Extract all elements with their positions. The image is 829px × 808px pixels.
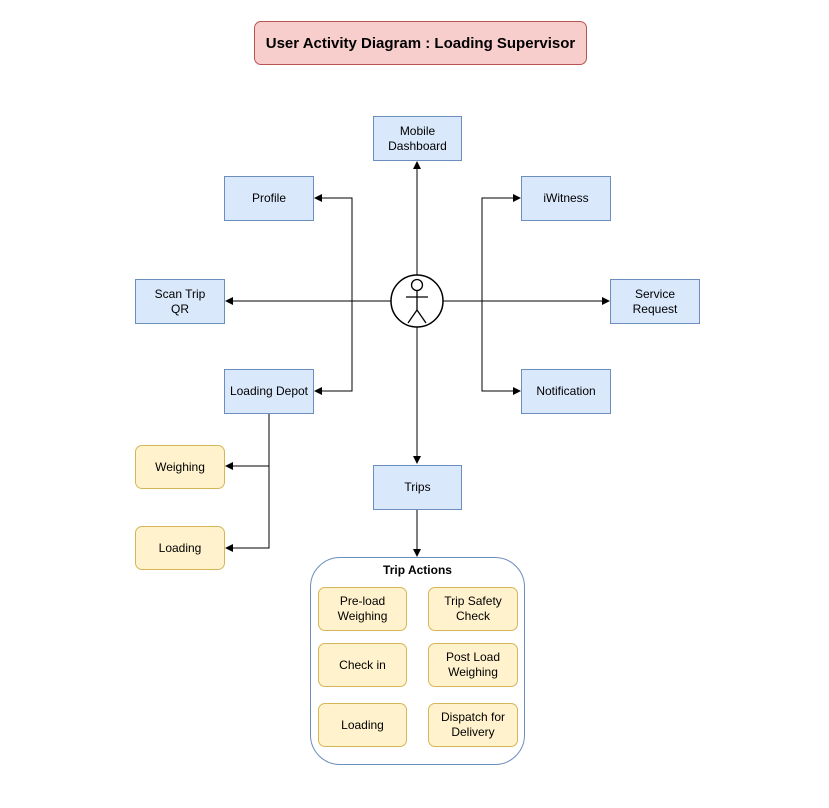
trip-actions-label: Trip Actions [383, 563, 452, 577]
edge-weighing [225, 413, 270, 470]
action-check-in: Check in [318, 643, 407, 687]
node-notification: Notification [521, 369, 611, 414]
action-trip-safety-check: Trip Safety Check [428, 587, 518, 631]
edge-profile [314, 194, 392, 302]
node-trips: Trips [373, 465, 462, 510]
action-dispatch-for-delivery: Dispatch for Delivery [428, 703, 518, 747]
node-iwitness: iWitness [521, 176, 611, 221]
edge-notification [481, 301, 521, 395]
action-loading: Loading [318, 703, 407, 747]
node-service-request: Service Request [610, 279, 700, 324]
stick-figure-icon [390, 274, 444, 328]
diagram-title: User Activity Diagram : Loading Supervis… [254, 21, 587, 65]
edge-iwitness [442, 194, 521, 302]
action-post-load-weighing: Post Load Weighing [428, 643, 518, 687]
node-profile: Profile [224, 176, 314, 221]
edge-loading [225, 466, 270, 552]
edge-loading-depot [314, 301, 353, 395]
node-loading: Loading [135, 526, 225, 570]
node-scan-trip-qr: Scan Trip QR [135, 279, 225, 324]
node-weighing: Weighing [135, 445, 225, 489]
node-mobile-dashboard: Mobile Dashboard [373, 116, 462, 161]
node-loading-depot: Loading Depot [224, 369, 314, 414]
action-preload-weighing: Pre-load Weighing [318, 587, 407, 631]
